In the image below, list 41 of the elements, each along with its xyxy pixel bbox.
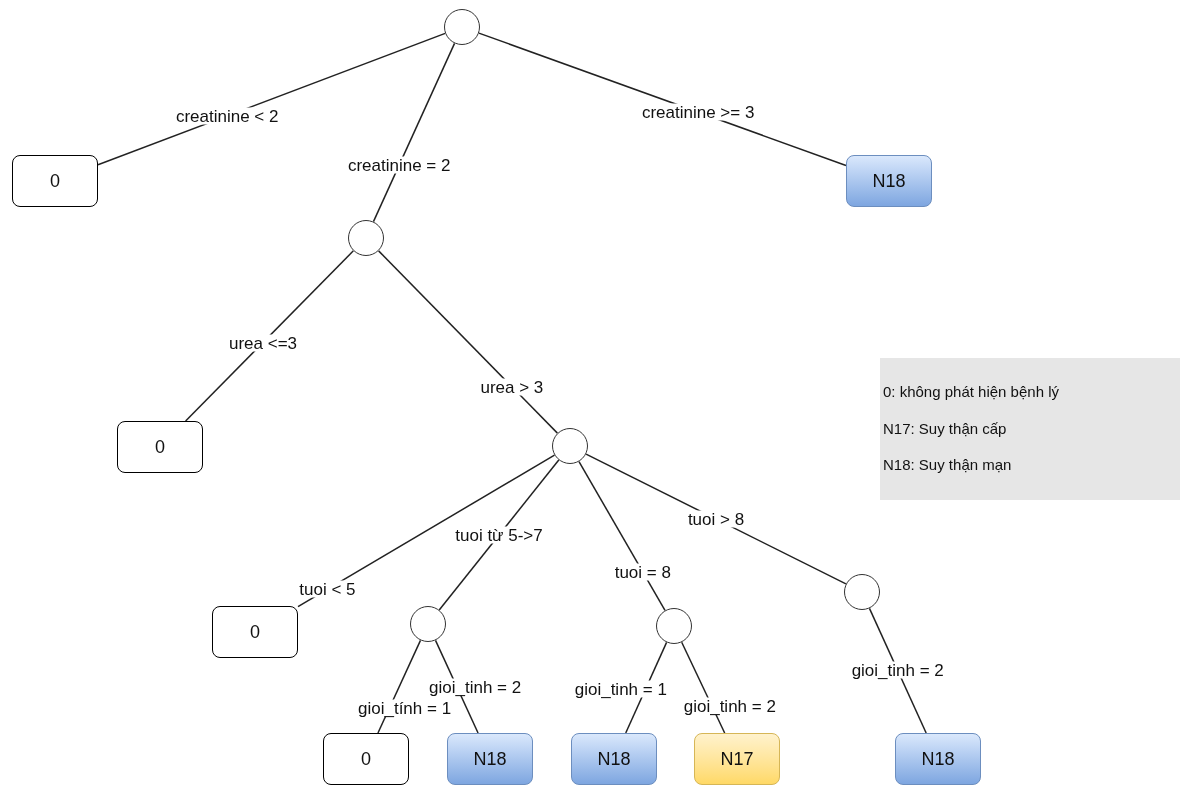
edge-label: gioi_tính = 1 [357,699,453,717]
edge-label: creatinine >= 3 [640,103,756,121]
edge-label: gioi_tinh = 2 [850,662,945,679]
connector-line [377,250,559,434]
leaf-label: N18 [921,747,955,771]
edge-label: urea > 3 [479,378,545,396]
leaf-label: N18 [872,169,906,193]
leaf-label: N18 [597,747,631,771]
legend-panel [880,358,1180,500]
leaf-box [694,733,780,785]
leaf-label: 0 [361,747,371,771]
legend-text: N18: Suy thận mạn [883,456,1013,476]
edge-label: creatinine < 2 [174,107,280,125]
leaf-box [846,155,932,207]
connector-line [184,250,355,422]
edge-label: urea <=3 [227,334,299,351]
leaf-label: 0 [250,620,260,644]
edge-label: tuoi < 5 [298,580,357,598]
leaf-label: N17 [720,747,754,771]
leaf-box [571,733,657,785]
leaf-box [895,733,981,785]
edge-label: gioi_tinh = 2 [428,678,523,696]
leaf-label: 0 [50,169,60,193]
edge-label: tuoi > 8 [686,510,746,528]
connector-line [438,459,560,611]
edge-label: creatinine = 2 [346,156,452,174]
leaf-box [323,733,409,785]
connector-line [578,460,666,612]
leaf-box [447,733,533,785]
leaf-label: N18 [473,747,507,771]
leaf-label: 0 [155,435,165,459]
edge-label: tuoi = 8 [613,563,672,581]
edge-label: gioi_tinh = 2 [682,697,777,715]
legend-text: 0: không phát hiện bệnh lý [883,382,1060,402]
edge-label: gioi_tinh = 1 [573,680,668,697]
edge-label: tuoi từ 5->7 [454,526,544,544]
connector-line [297,454,556,608]
leaf-box [117,421,203,473]
leaf-box [212,606,298,658]
leaf-box [12,155,98,207]
legend-text: N17: Suy thận cấp [883,419,1008,439]
